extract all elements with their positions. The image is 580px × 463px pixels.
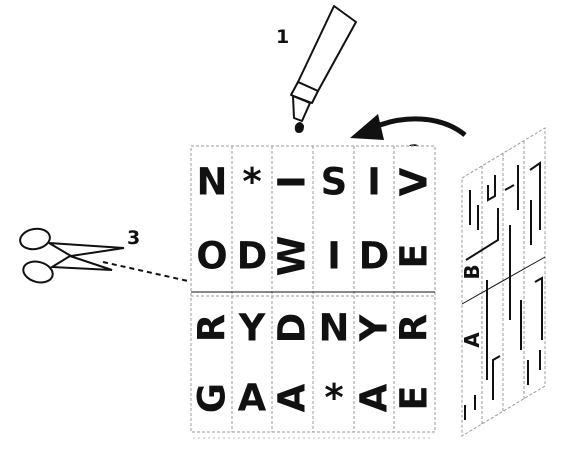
face-letter: Y <box>238 307 267 350</box>
face-letter: G <box>191 383 234 413</box>
face-letter: * <box>242 161 261 204</box>
scissors-icon <box>18 227 124 286</box>
face-letter: S <box>321 161 348 204</box>
face-letter: A <box>238 377 267 420</box>
face-letter: I <box>367 161 381 204</box>
face-letter: V <box>393 167 436 196</box>
face-letter: R <box>393 314 436 343</box>
face-letter: A <box>271 383 314 412</box>
face-letter: D <box>271 313 314 344</box>
step-3-label: 3 <box>127 227 140 249</box>
face-letter: W <box>271 236 314 277</box>
step-1-label: 1 <box>276 26 289 48</box>
side-letter: A <box>460 332 484 348</box>
face-letter: D <box>237 235 268 278</box>
face-letter: R <box>191 314 234 343</box>
face-letter: I <box>327 235 341 278</box>
face-letter: * <box>324 377 343 420</box>
cube-side-face <box>462 128 545 436</box>
face-letter: A <box>353 383 396 412</box>
face-letter: I <box>271 175 314 189</box>
glue-tube-icon <box>291 6 356 132</box>
side-letter: B <box>460 264 484 279</box>
face-letter: E <box>393 243 436 268</box>
face-letter: N <box>197 161 228 204</box>
face-letter: E <box>393 385 436 410</box>
face-letter: Y <box>353 313 396 342</box>
face-letter: N <box>319 307 350 350</box>
curved-arrow-icon <box>350 114 465 140</box>
face-letter: D <box>359 235 390 278</box>
cut-guide-line <box>103 262 188 281</box>
face-letter: O <box>196 235 227 278</box>
